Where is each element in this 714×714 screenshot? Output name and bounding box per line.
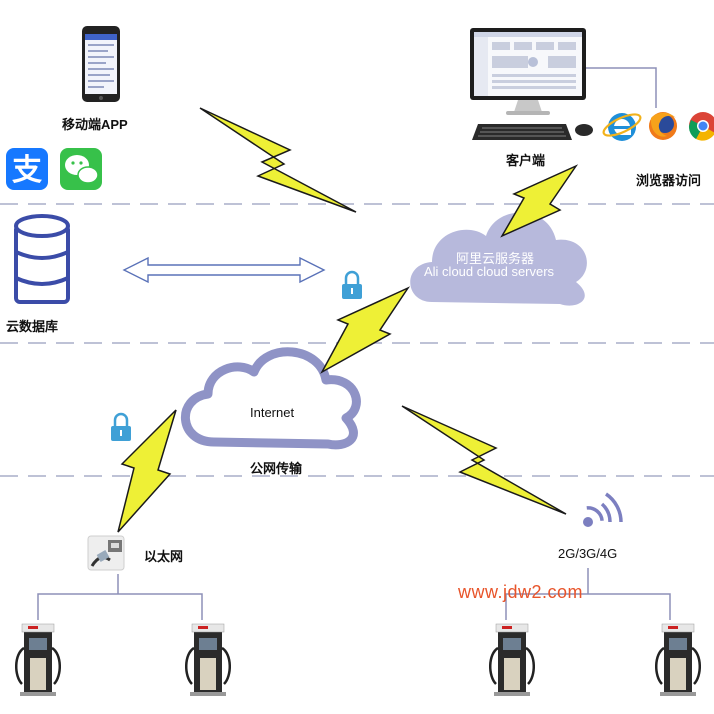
aliyun-en-label: Ali cloud cloud servers bbox=[424, 264, 555, 279]
monitor-icon bbox=[470, 28, 586, 115]
lightning-bolts bbox=[117, 107, 579, 533]
charging-pile-icon bbox=[184, 622, 232, 698]
ethernet-label: 以太网 bbox=[144, 549, 184, 564]
firefox-icon bbox=[649, 112, 677, 140]
internet-label: Internet bbox=[250, 405, 295, 420]
charging-pile-icon bbox=[654, 622, 702, 698]
ethernet-port-icon bbox=[87, 535, 125, 571]
pile-connections bbox=[37, 568, 671, 620]
internet-cloud bbox=[180, 347, 361, 450]
bolt-internet-cellular bbox=[401, 405, 567, 515]
charging-pile-icon bbox=[14, 622, 62, 698]
alipay-icon: 支 bbox=[6, 148, 48, 190]
cloud-db-label: 云数据库 bbox=[6, 319, 59, 334]
bolt-internet-cloud bbox=[320, 286, 411, 374]
lock-icon bbox=[111, 412, 131, 441]
watermark: www.jdw2.com bbox=[458, 582, 584, 602]
ie-icon bbox=[602, 113, 642, 141]
chrome-icon bbox=[688, 112, 714, 141]
dashed-dividers bbox=[0, 203, 714, 477]
aliyun-cn-label: 阿里云服务器 bbox=[456, 251, 535, 266]
bolt-app-cloud bbox=[199, 107, 357, 213]
bolt-ethernet-internet bbox=[117, 409, 177, 533]
wechat-icon bbox=[60, 148, 102, 190]
ali-cloud bbox=[410, 212, 587, 306]
charging-pile-icon bbox=[488, 622, 536, 698]
client-label: 客户端 bbox=[506, 153, 546, 168]
wifi-signal-icon bbox=[583, 492, 623, 527]
mouse-icon bbox=[575, 124, 593, 136]
lock-icon bbox=[342, 270, 362, 299]
monitor-browser-link bbox=[586, 67, 657, 108]
keyboard-icon bbox=[472, 124, 572, 140]
browser-access-label: 浏览器访问 bbox=[636, 173, 702, 188]
public-net-label: 公网传输 bbox=[250, 461, 303, 476]
svg-text:支: 支 bbox=[12, 153, 42, 188]
bolt-client-cloud bbox=[500, 164, 579, 238]
smartphone-icon bbox=[82, 26, 120, 102]
cellular-label: 2G/3G/4G bbox=[558, 546, 618, 561]
mobile-app-label: 移动端APP bbox=[62, 117, 128, 132]
database-icon bbox=[14, 214, 70, 304]
double-arrow bbox=[122, 256, 326, 284]
